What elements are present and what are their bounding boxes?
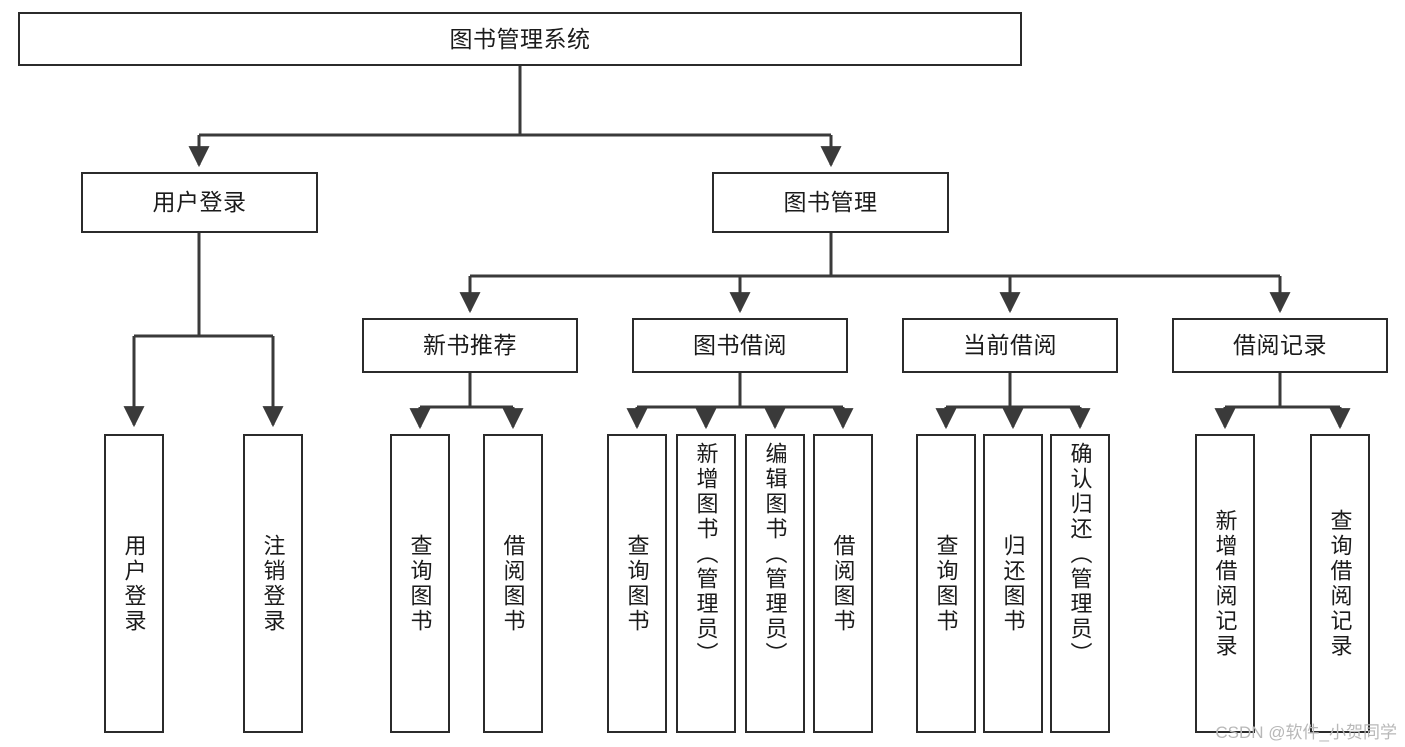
leaf-return-book-label: 归还图书 xyxy=(1000,533,1026,634)
leaf-borrow-book-1[interactable]: 借阅图书 xyxy=(483,434,543,733)
leaf-query-book-3[interactable]: 查询图书 xyxy=(916,434,976,733)
leaf-borrow-book-2-label: 借阅图书 xyxy=(830,533,856,634)
node-user-login[interactable]: 用户登录 xyxy=(81,172,318,233)
node-user-login-label: 用户登录 xyxy=(152,189,247,216)
leaf-logout-label: 注销登录 xyxy=(260,533,286,634)
watermark-text: CSDN @软件_小贺同学 xyxy=(1215,723,1397,742)
leaf-borrow-book-1-label: 借阅图书 xyxy=(500,533,526,634)
leaf-edit-book[interactable]: 编辑图书（管理员） xyxy=(745,434,805,733)
leaf-query-book-1[interactable]: 查询图书 xyxy=(390,434,450,733)
node-new-book-recommend-label: 新书推荐 xyxy=(423,332,517,359)
leaf-return-book[interactable]: 归还图书 xyxy=(983,434,1043,733)
leaf-query-book-1-label: 查询图书 xyxy=(407,533,433,634)
node-book-management-label: 图书管理 xyxy=(783,189,878,216)
leaf-add-record-label: 新增借阅记录 xyxy=(1212,508,1238,659)
leaf-add-book[interactable]: 新增图书（管理员） xyxy=(676,434,736,733)
node-current-borrow-label: 当前借阅 xyxy=(963,332,1057,359)
leaf-add-record[interactable]: 新增借阅记录 xyxy=(1195,434,1255,733)
leaf-query-book-2[interactable]: 查询图书 xyxy=(607,434,667,733)
leaf-user-login[interactable]: 用户登录 xyxy=(104,434,164,733)
leaf-add-book-label: 新增图书（管理员） xyxy=(693,442,719,667)
node-book-borrow-label: 图书借阅 xyxy=(693,332,787,359)
node-root-label: 图书管理系统 xyxy=(449,25,591,52)
leaf-logout[interactable]: 注销登录 xyxy=(243,434,303,733)
leaf-confirm-return[interactable]: 确认归还（管理员） xyxy=(1050,434,1110,733)
leaf-borrow-book-2[interactable]: 借阅图书 xyxy=(813,434,873,733)
node-book-management[interactable]: 图书管理 xyxy=(712,172,949,233)
node-current-borrow[interactable]: 当前借阅 xyxy=(902,318,1118,373)
node-new-book-recommend[interactable]: 新书推荐 xyxy=(362,318,578,373)
leaf-user-login-label: 用户登录 xyxy=(121,533,147,634)
leaf-edit-book-label: 编辑图书（管理员） xyxy=(762,442,788,667)
leaf-query-record-label: 查询借阅记录 xyxy=(1327,508,1353,659)
leaf-confirm-return-label: 确认归还（管理员） xyxy=(1067,442,1093,667)
node-borrow-record[interactable]: 借阅记录 xyxy=(1172,318,1388,373)
node-root[interactable]: 图书管理系统 xyxy=(18,12,1022,66)
leaf-query-record[interactable]: 查询借阅记录 xyxy=(1310,434,1370,733)
leaf-query-book-3-label: 查询图书 xyxy=(933,533,959,634)
node-book-borrow[interactable]: 图书借阅 xyxy=(632,318,848,373)
leaf-query-book-2-label: 查询图书 xyxy=(624,533,650,634)
node-borrow-record-label: 借阅记录 xyxy=(1233,332,1327,359)
